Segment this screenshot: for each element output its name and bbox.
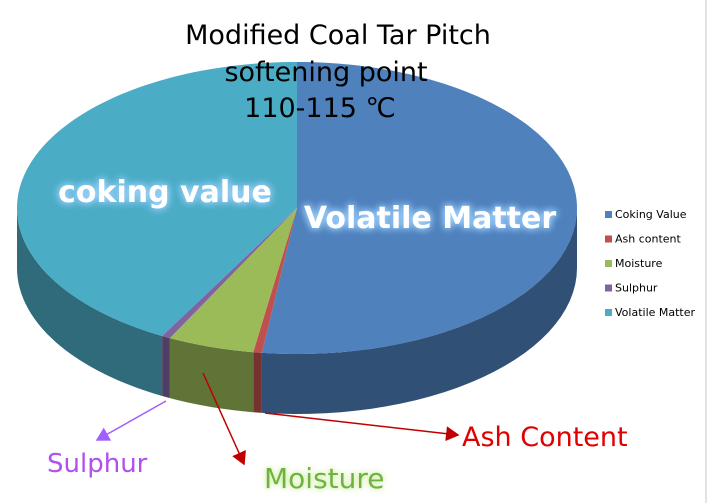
legend-label-ash-content: Ash content [615,233,682,246]
legend-swatch-coking-value [605,211,612,218]
ash-label: Ash Content [462,422,628,453]
moisture-label: Moisture [264,462,385,495]
pie-side-moisture [169,338,254,413]
pie-sides [17,208,577,414]
pie-tops [17,62,577,354]
moisture-arrow [202,372,246,466]
pie-slice-moisture [169,208,297,353]
title-line-1: Modified Coal Tar Pitch [185,20,491,51]
legend-swatch-sulphur [605,284,612,292]
pie-slice-ash-content [253,208,297,353]
title-line-3: 110-115 ℃ [244,93,396,124]
legend-label-coking-value: Coking Value [615,208,687,221]
pie-slice-volatile-matter [17,62,297,336]
pie-side-coking-value [261,208,577,414]
ash-arrow [264,412,460,442]
annotation-blue-slice: Volatile Matter [304,201,557,236]
legend-label-volatile-matter: Volatile Matter [615,306,696,319]
sulphur-arrow [95,400,167,441]
pie-side-volatile-matter [17,208,163,396]
pie-slice-sulphur [162,208,297,339]
legend-swatch-ash-content [605,235,612,243]
legend-label-moisture: Moisture [615,257,663,270]
legend-swatch-volatile-matter [605,309,612,316]
legend-swatch-moisture [605,260,612,267]
pie-side-ash-content [253,352,262,413]
pie-slice-coking-value [261,62,577,354]
legend-label-sulphur: Sulphur [615,282,658,295]
annotation-cyan-slice: coking value [58,175,272,210]
sulphur-label: Sulphur [47,449,148,479]
title-line-2: softening point [224,57,427,88]
pie-side-sulphur [162,335,170,399]
